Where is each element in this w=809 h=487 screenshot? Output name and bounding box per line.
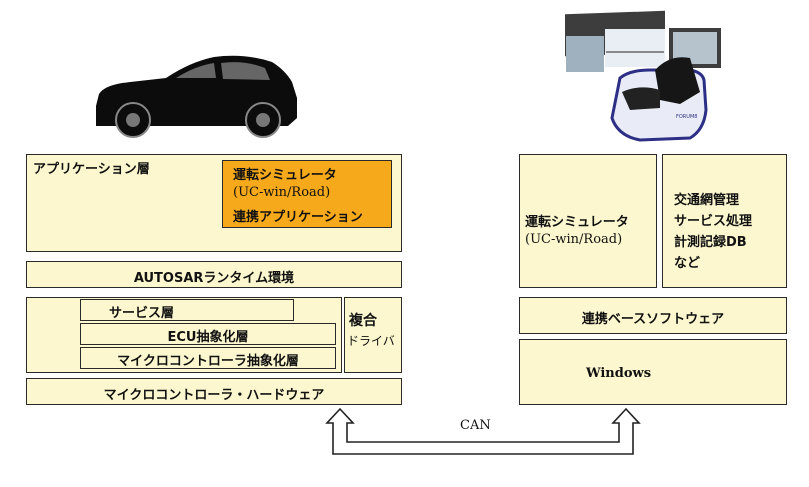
ecu-abstraction-layer-box: ECU抽象化層 (80, 323, 336, 345)
app-module-line-3: 連携アプリケーション (233, 210, 363, 225)
runtime-environment-box: AUTOSARランタイム環境 (26, 261, 402, 288)
complex-driver-box: 複合 ドライバ (344, 297, 402, 373)
runtime-environment-label: AUTOSARランタイム環境 (133, 271, 295, 286)
base-software-box: 連携ベースソフトウェア (519, 297, 787, 334)
can-label: CAN (460, 418, 491, 433)
services-box: 交通網管理 サービス処理 計測記録DB など (662, 154, 787, 288)
mcu-abstraction-layer-label: マイクロコントローラ抽象化層 (117, 354, 299, 369)
app-module-line-1: 運転シミュレータ (233, 168, 337, 183)
services-line-1: 交通網管理 (674, 193, 740, 208)
base-software-label: 連携ベースソフトウェア (581, 312, 725, 327)
microcontroller-hardware-box: マイクロコントローラ・ハードウェア (26, 378, 402, 405)
windows-os-box: Windows (519, 339, 787, 405)
windows-os-label: Windows (586, 366, 652, 381)
simulator-line-1: 運転シミュレータ (525, 215, 629, 230)
car-silhouette-icon (96, 55, 297, 138)
app-module-line-2: (UC-win/Road) (233, 185, 331, 200)
service-layer-box: サービス層 (80, 299, 294, 321)
can-bus-arrow (325, 407, 641, 455)
complex-driver-line-2: ドライバ (347, 334, 395, 348)
services-line-4: など (674, 256, 701, 271)
ecu-abstraction-layer-label: ECU抽象化層 (167, 330, 249, 345)
simulator-line-2: (UC-win/Road) (525, 232, 623, 247)
simulator-app-module: 運転シミュレータ (UC-win/Road) 連携アプリケーション (222, 160, 392, 228)
application-layer-label: アプリケーション層 (33, 162, 150, 177)
service-layer-label: サービス層 (109, 306, 175, 321)
svg-text:FORUM8: FORUM8 (676, 114, 697, 120)
services-line-3: 計測記録DB (674, 235, 747, 250)
mcu-abstraction-layer-box: マイクロコントローラ抽象化層 (80, 347, 336, 369)
simulator-box: 運転シミュレータ (UC-win/Road) (519, 154, 657, 288)
microcontroller-hardware-label: マイクロコントローラ・ハードウェア (103, 388, 325, 403)
complex-driver-line-1: 複合 (349, 313, 377, 329)
services-line-2: サービス処理 (674, 214, 753, 229)
driving-simulator-cockpit-icon: FORUM8 (565, 10, 721, 142)
